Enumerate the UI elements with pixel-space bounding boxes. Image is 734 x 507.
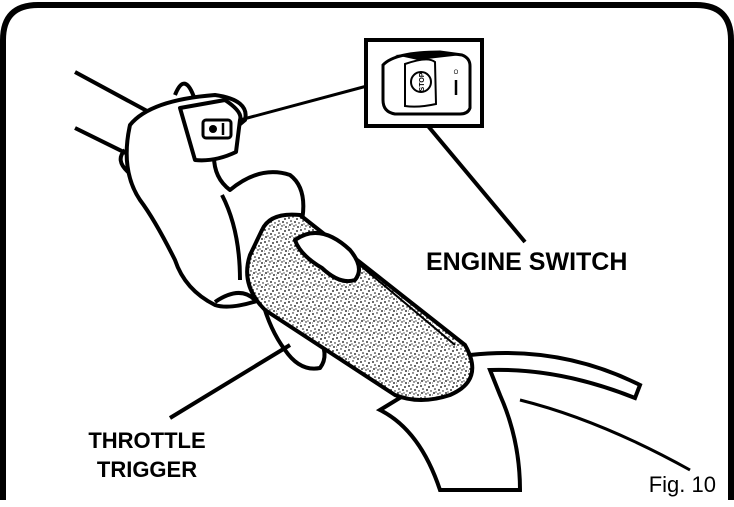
- engine-switch-label: ENGINE SWITCH: [426, 248, 627, 276]
- switch-inset: STOP O: [364, 38, 484, 128]
- switch-stop-text: STOP: [419, 72, 426, 91]
- engine-switch-leader: [426, 124, 527, 244]
- switch-off-mark: O: [454, 70, 459, 76]
- throttle-trigger-leader: [168, 343, 292, 420]
- handle-grip: [245, 212, 475, 402]
- throttle-label-line1: THROTTLE: [88, 428, 205, 453]
- switch-housing: [178, 98, 243, 163]
- inset-connector-line: [239, 84, 368, 122]
- lockout-lever: [293, 231, 361, 284]
- figure-number: Fig. 10: [649, 472, 716, 497]
- switch-stop-emblem: [410, 71, 432, 93]
- throttle-label-line2: TRIGGER: [97, 457, 197, 482]
